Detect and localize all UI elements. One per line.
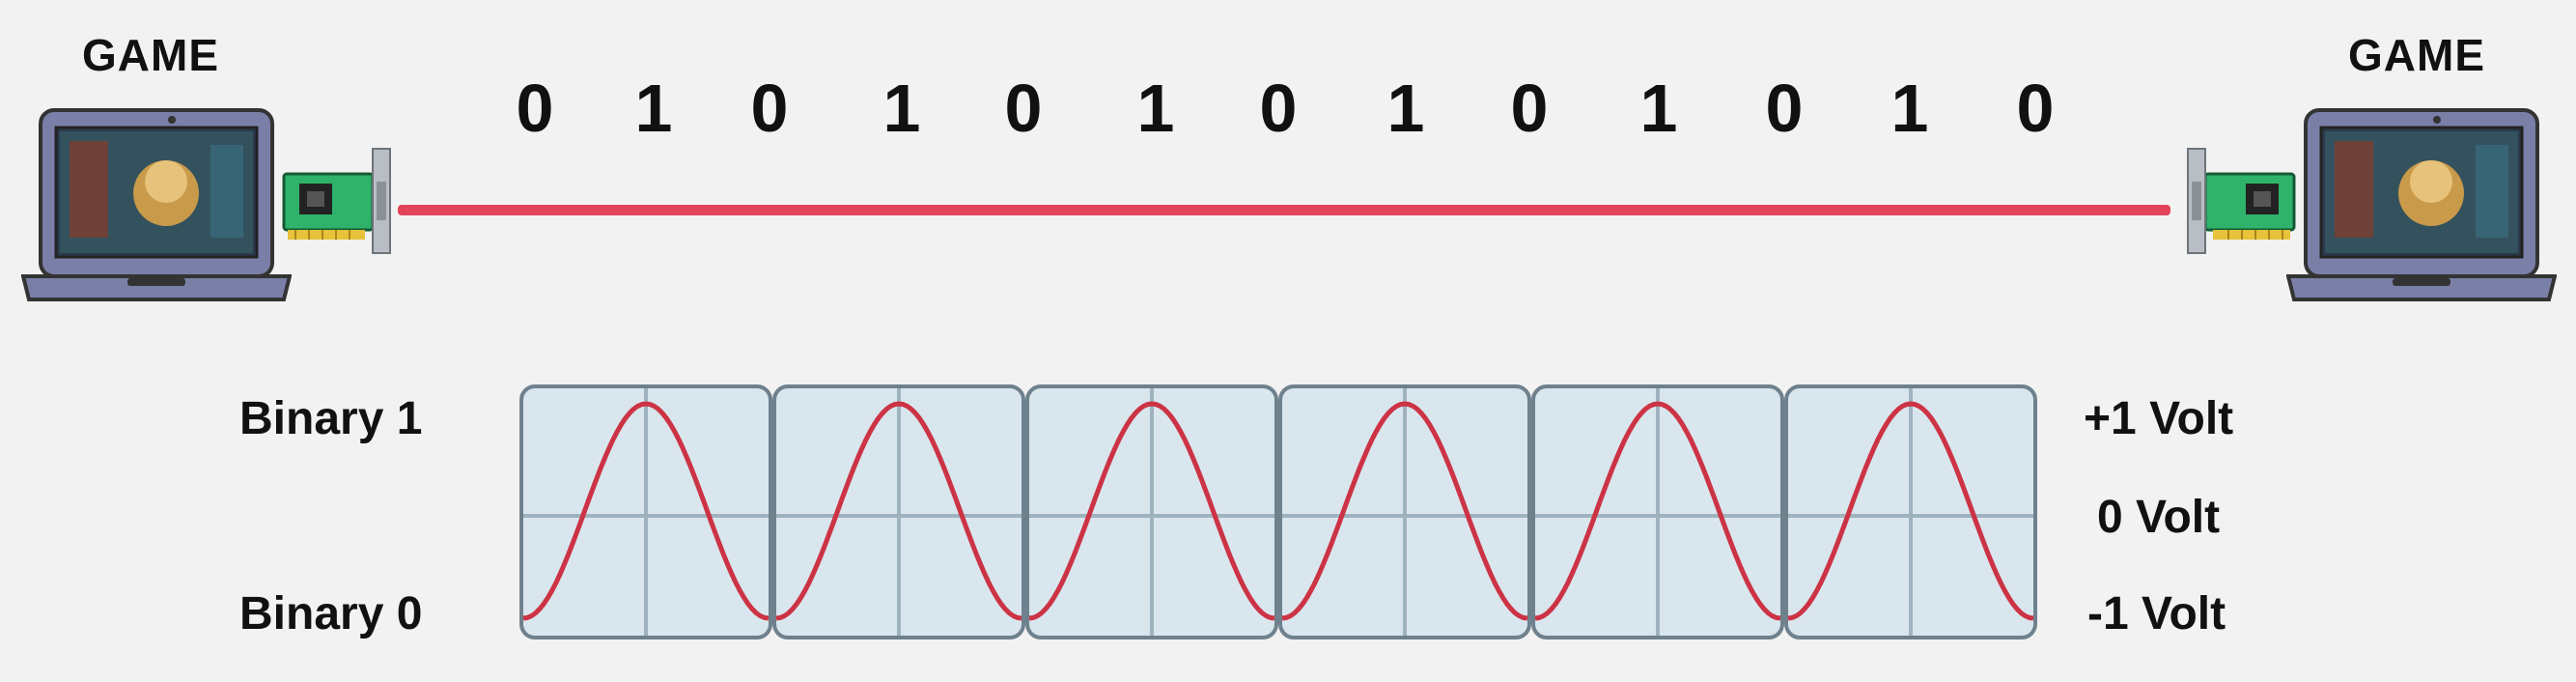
signal-cycle	[1025, 384, 1278, 639]
signal-cycle	[1531, 384, 1784, 639]
wave-curve	[1281, 401, 1528, 621]
bit-sequence: 0 1 0 1 0 1 0 1 0 1 0 1 0	[483, 70, 2114, 147]
signal-cycle	[519, 384, 772, 639]
binary-0-label: Binary 0	[239, 588, 423, 639]
bit-digit: 0	[1259, 71, 1298, 146]
bit-digit: 1	[1136, 71, 1175, 146]
signal-cycle	[1784, 384, 2037, 639]
signal-cycle	[772, 384, 1025, 639]
bit-digit: 0	[1004, 71, 1043, 146]
binary-1-label: Binary 1	[239, 393, 423, 444]
wave-curve	[1787, 401, 2034, 621]
right-network-card-icon	[2187, 148, 2296, 254]
wave-curve	[1028, 401, 1275, 621]
right-game-label: GAME	[2348, 30, 2485, 80]
bit-digit: 1	[1386, 71, 1425, 146]
signal-cycle	[1278, 384, 1531, 639]
right-laptop-icon	[2286, 108, 2557, 301]
bit-digit: 0	[750, 71, 789, 146]
left-laptop-icon	[21, 108, 292, 301]
bit-digit: 0	[516, 71, 554, 146]
network-cable	[398, 205, 2170, 215]
bit-digit: 0	[1765, 71, 1804, 146]
zero-volt-label: 0 Volt	[2097, 492, 2221, 543]
left-network-card-icon	[282, 148, 391, 254]
bit-digit: 1	[634, 71, 673, 146]
wave-curve	[1534, 401, 1781, 621]
wave-curve	[522, 401, 770, 621]
signal-waveform	[519, 384, 2037, 639]
bit-digit: 0	[1510, 71, 1549, 146]
bit-digit: 1	[1639, 71, 1678, 146]
minus-1-volt-label: -1 Volt	[2087, 588, 2226, 639]
plus-1-volt-label: +1 Volt	[2084, 393, 2234, 444]
wave-curve	[775, 401, 1022, 621]
bit-digit: 1	[1890, 71, 1929, 146]
left-game-label: GAME	[82, 30, 219, 80]
bit-digit: 1	[882, 71, 921, 146]
bit-digit: 0	[2016, 71, 2055, 146]
